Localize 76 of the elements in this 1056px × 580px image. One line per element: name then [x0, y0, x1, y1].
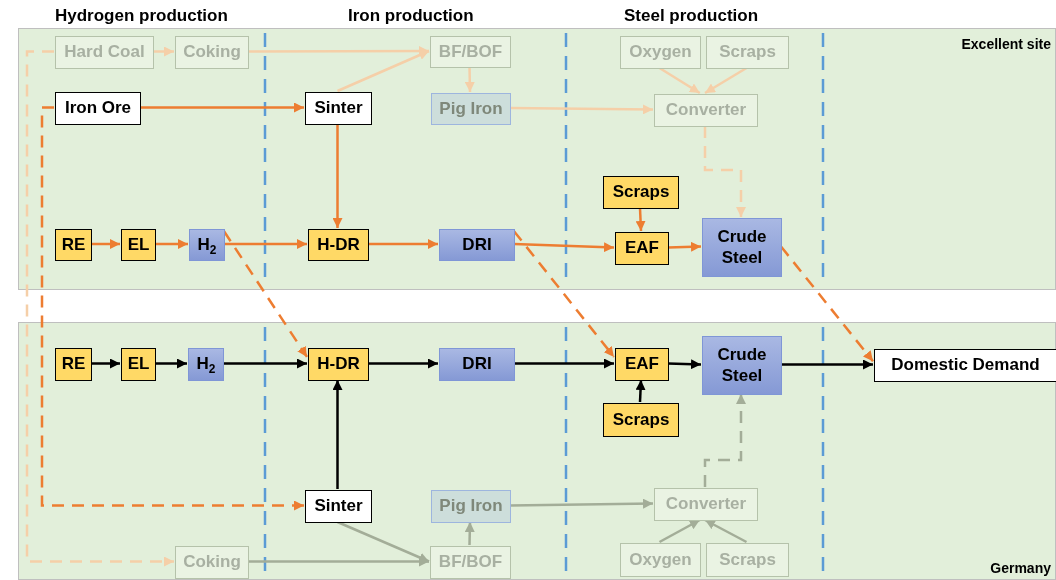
process-box: EAF	[615, 348, 669, 381]
arrow	[667, 241, 702, 252]
arrow	[464, 521, 475, 546]
arrow	[704, 66, 748, 95]
arrow	[40, 106, 304, 511]
arrow	[337, 49, 430, 93]
arrow	[155, 239, 188, 249]
arrow	[510, 104, 653, 115]
arrow	[513, 230, 615, 358]
process-box: H-DR	[308, 229, 369, 261]
arrow	[510, 498, 653, 509]
inactive-box: Coking	[175, 36, 249, 69]
region-band	[18, 28, 1056, 290]
input-box: Domestic Demand	[874, 349, 1056, 382]
region-label: Germany	[990, 560, 1051, 576]
inactive-box: Scraps	[706, 543, 789, 577]
inactive-box: BF/BOF	[430, 36, 511, 68]
process-box: RE	[55, 229, 92, 261]
product-box: DRI	[439, 229, 515, 261]
input-box: Sinter	[305, 490, 372, 523]
process-box: EL	[121, 229, 156, 261]
product-box: Crude Steel	[702, 336, 782, 395]
arrow	[337, 520, 430, 563]
process-box: Scraps	[603, 176, 679, 209]
arrow	[703, 394, 746, 487]
process-box: H-DR	[308, 348, 369, 381]
arrow	[464, 66, 475, 93]
arrow	[25, 50, 174, 567]
arrow	[635, 379, 646, 403]
arrow	[514, 358, 614, 369]
arrow	[667, 359, 702, 370]
inactive-box: Converter	[654, 488, 758, 521]
arrow	[703, 126, 746, 217]
arrow	[224, 239, 307, 249]
arrow	[513, 242, 615, 253]
arrow	[368, 239, 438, 249]
inactive-box: Oxygen	[620, 543, 701, 577]
column-heading: Steel production	[624, 6, 759, 26]
input-box: Iron Ore	[55, 92, 141, 125]
arrow	[223, 358, 307, 369]
arrow	[781, 359, 873, 370]
process-box: Scraps	[603, 403, 679, 437]
product-box: DRI	[439, 348, 515, 381]
arrow	[332, 124, 343, 228]
inactive-box: Scraps	[706, 36, 789, 69]
arrow	[635, 207, 646, 232]
arrow	[368, 358, 438, 369]
arrow	[155, 358, 187, 369]
arrow	[332, 380, 343, 489]
arrow	[91, 239, 120, 249]
arrow	[222, 230, 309, 358]
input-box: Sinter	[305, 92, 372, 125]
product-box: H$_{2}$	[189, 229, 225, 261]
process-box: RE	[55, 348, 92, 381]
product-box: H$_{2}$	[188, 348, 224, 381]
inactive-box: BF/BOF	[430, 546, 511, 579]
inactive-box: Coking	[175, 546, 249, 579]
region-band	[18, 322, 1056, 580]
arrow	[658, 518, 701, 544]
arrow	[140, 102, 304, 113]
column-heading: Iron production	[348, 6, 474, 26]
arrow	[91, 358, 120, 369]
inactive-product-box: Pig Iron	[431, 490, 511, 523]
inactive-box: Hard Coal	[55, 36, 154, 69]
inactive-box: Oxygen	[620, 36, 701, 69]
column-heading: Hydrogen production	[55, 6, 228, 26]
arrow	[704, 518, 748, 544]
arrow	[780, 245, 874, 362]
inactive-product-box: Pig Iron	[431, 93, 511, 125]
product-box: Crude Steel	[702, 218, 782, 277]
inactive-box: Converter	[654, 94, 758, 127]
arrow	[153, 46, 174, 57]
region-label: Excellent site	[961, 36, 1051, 52]
process-box: EAF	[615, 232, 669, 265]
process-box: EL	[121, 348, 156, 381]
arrow	[658, 66, 701, 95]
